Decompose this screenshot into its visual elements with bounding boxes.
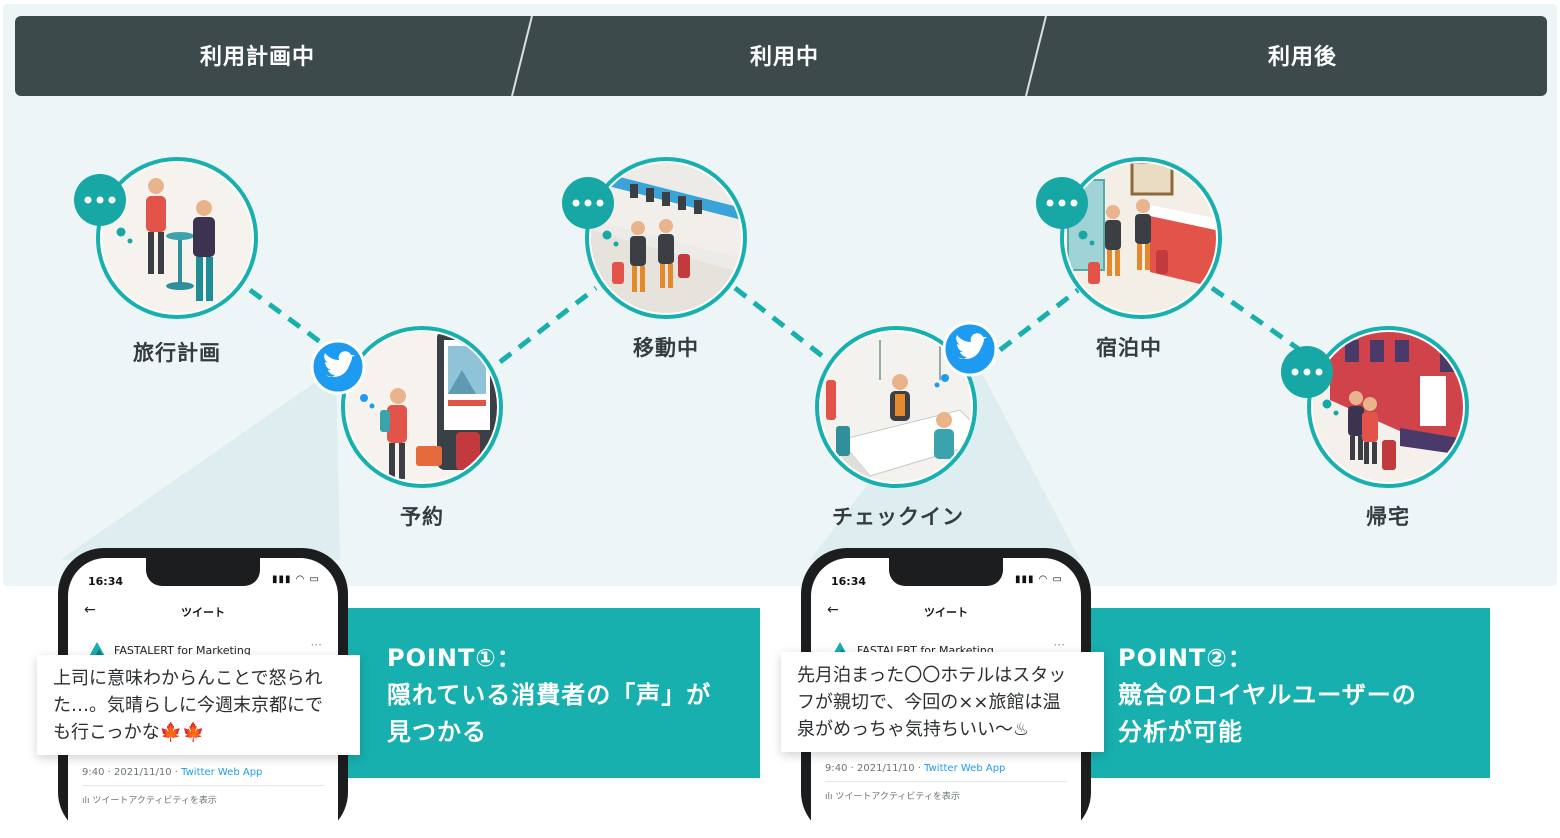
tweet-text-line: フが親切で、今回の××旅館は温: [797, 692, 1061, 713]
tweet-screen-title: ツイート: [924, 606, 968, 619]
step-circle-booking: [341, 326, 503, 488]
tweet-text-line: 上司に意味わからんことで怒られ: [53, 668, 323, 689]
point-1-heading: POINT①：: [387, 644, 522, 672]
tweet-date: 9:40 · 2021/11/10 ·: [825, 763, 925, 774]
step-label-moving: 移動中: [633, 336, 699, 360]
tweet-activity-link[interactable]: ılı ツイートアクティビティを表示: [82, 796, 217, 806]
tweet-card-2: 先月泊まった〇〇ホテルはスタッ フが親切で、今回の××旅館は温 泉がめっちゃ気持…: [781, 652, 1104, 752]
speech-dots-icon: [562, 177, 619, 247]
point-1-line-1: 隠れている消費者の「声」が: [387, 681, 712, 709]
speech-dots-icon: [1036, 177, 1095, 246]
speech-dots-icon: [74, 174, 133, 244]
status-time: 16:34: [831, 575, 867, 588]
point-box-1: POINT①： 隠れている消費者の「声」が 見つかる: [345, 608, 760, 778]
twitter-bird-icon: [934, 321, 998, 388]
tweet-screen-title: ツイート: [181, 606, 225, 619]
signal-wifi-battery-icon: ▮▮▮ ◠ ▭: [1014, 574, 1063, 585]
journey-diagram: [60, 157, 1469, 560]
point-2-line-1: 競合のロイヤルユーザーの: [1118, 681, 1417, 709]
tweet-card-1: 上司に意味わからんことで怒られ た…。気晴らしに今週末京都にで も行こっかな🍁🍁: [37, 655, 360, 755]
phase-using: 利用中: [749, 45, 819, 70]
more-options-icon[interactable]: ···: [310, 638, 322, 652]
point-2-heading: POINT②：: [1118, 644, 1253, 672]
status-time: 16:34: [88, 575, 124, 588]
more-options-icon[interactable]: ···: [1053, 638, 1065, 652]
beam-1: [60, 368, 340, 560]
step-circle-checkin: [815, 326, 977, 488]
divider: [825, 781, 1067, 782]
point-2-line-2: 分析が可能: [1118, 718, 1243, 746]
point-box-2: POINT②： 競合のロイヤルユーザーの 分析が可能: [1078, 608, 1490, 778]
step-label-returning: 帰宅: [1366, 505, 1410, 529]
step-circle-returning: [1307, 326, 1469, 488]
phone-notch: [146, 558, 260, 586]
step-circle-moving: [585, 157, 747, 319]
back-arrow-icon[interactable]: ←: [84, 602, 96, 618]
twitter-bird-icon: [310, 339, 375, 409]
phase-dividers: [511, 16, 1047, 96]
signal-wifi-battery-icon: ▮▮▮ ◠ ▭: [271, 574, 320, 585]
tweet-timestamp: 9:40 · 2021/11/10 · Twitter Web App: [82, 767, 262, 778]
tweet-activity-link[interactable]: ılı ツイートアクティビティを表示: [825, 792, 960, 802]
tweet-app-link[interactable]: Twitter Web App: [924, 763, 1006, 774]
dashed-connectors: [248, 285, 1302, 364]
divider: [82, 785, 324, 786]
tweet-text-line: 泉がめっちゃ気持ちいい〜♨: [797, 719, 1030, 740]
tweet-account-name[interactable]: FASTALERT for Marketing: [114, 644, 251, 657]
tweet-app-link[interactable]: Twitter Web App: [181, 767, 263, 778]
phase-planning: 利用計画中: [199, 45, 315, 70]
tweet-text-line: 先月泊まった〇〇ホテルはスタッ: [797, 665, 1067, 686]
phase-bar: 利用計画中 利用中 利用後: [15, 16, 1547, 96]
tweet-date: 9:40 · 2021/11/10 ·: [82, 767, 182, 778]
back-arrow-icon[interactable]: ←: [827, 602, 839, 618]
step-label-staying: 宿泊中: [1096, 336, 1162, 360]
step-circle-staying: [1060, 157, 1222, 319]
phone-notch: [889, 558, 1003, 586]
step-label-booking: 予約: [400, 505, 444, 529]
speech-dots-icon: [1281, 346, 1339, 416]
tweet-text-line: も行こっかな🍁🍁: [53, 722, 205, 743]
tweet-text-line: た…。気晴らしに今週末京都にで: [53, 695, 323, 716]
step-circle-planning: [96, 157, 258, 319]
tweet-timestamp: 9:40 · 2021/11/10 · Twitter Web App: [825, 763, 1005, 774]
step-label-checkin: チェックイン: [832, 505, 964, 529]
phase-after: 利用後: [1267, 45, 1337, 70]
step-label-planning: 旅行計画: [133, 341, 221, 365]
point-1-line-2: 見つかる: [387, 718, 487, 746]
